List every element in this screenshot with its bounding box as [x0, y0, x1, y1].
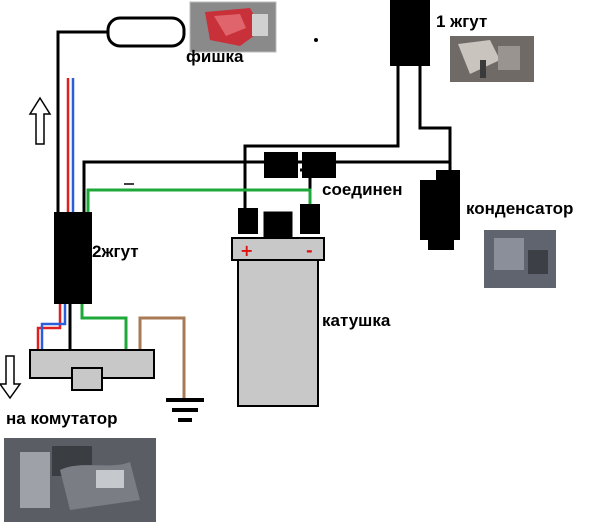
harness-1-block — [390, 0, 430, 66]
capacitor-photo — [484, 230, 556, 288]
label-harness-2: 2жгут — [92, 242, 139, 261]
harness-2-block — [54, 212, 92, 304]
label-junction: соединен — [322, 180, 403, 199]
dot-mark — [314, 38, 318, 42]
ignition-coil — [231, 204, 325, 407]
connector-plug — [106, 16, 186, 48]
commutator-photo — [4, 438, 156, 522]
red-blue-wires — [36, 78, 75, 350]
red-wire-lower — [36, 302, 62, 350]
outline-arrow-down-icon — [0, 355, 22, 400]
coil-plus-sign: + — [240, 241, 253, 260]
brown-ground-wire — [138, 316, 186, 398]
label-capacitor: конденсатор — [466, 199, 573, 218]
label-commutator: на комутатор — [6, 409, 118, 428]
coil-minus-sign: - — [306, 241, 313, 260]
capacitor — [420, 170, 460, 250]
label-connector: фишка — [186, 47, 244, 66]
connector-photo — [189, 1, 277, 53]
commutator-module — [29, 349, 155, 391]
junction-connectors — [264, 152, 336, 178]
label-harness-1: 1 жгут — [436, 12, 487, 31]
blue-wire-lower — [40, 302, 67, 350]
green-wires — [80, 188, 312, 350]
label-coil: катушка — [322, 311, 391, 330]
harness-1-photo — [450, 36, 534, 82]
ground-symbol-icon — [166, 398, 204, 422]
outline-arrow-up-icon — [28, 96, 52, 145]
